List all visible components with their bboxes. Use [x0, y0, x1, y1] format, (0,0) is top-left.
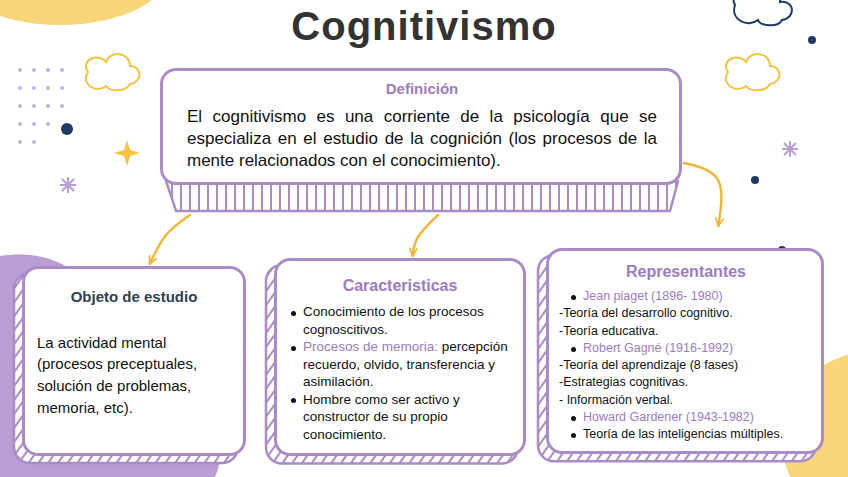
purple-asterisk	[60, 177, 76, 193]
body-text: -Teoría educativa.	[559, 324, 658, 338]
text-row: Howard Gardener (1943-1982)	[559, 409, 813, 426]
body-text: -Teoría del desarrollo cognitivo.	[559, 306, 733, 320]
text-row: Hombre como ser activo y constructor de …	[287, 391, 513, 444]
body-text: El cognitivismo es una corriente de la p…	[187, 107, 657, 170]
curved-arrow	[413, 215, 438, 256]
body-text: -Teoría del aprendizaje (8 fases)	[559, 358, 738, 372]
text-row: Jean piaget (1896- 1980)	[559, 288, 813, 305]
content-box: RepresentantesJean piaget (1896- 1980) -T…	[546, 248, 824, 454]
box-heading: Objeto de estudio	[37, 287, 231, 308]
text-row: -Teoría del desarrollo cognitivo.	[559, 305, 813, 322]
body-text: Teoría de las inteligencias múltiples.	[583, 427, 783, 441]
heading-text: Definición	[386, 80, 459, 97]
text-row: - Información verbal.	[559, 392, 813, 409]
yellow-star	[114, 140, 140, 166]
body-text: Howard Gardener (1943-1982)	[583, 410, 754, 424]
yellow-cloud	[86, 54, 140, 90]
body-text: Robert Gagné (1916-1992)	[583, 341, 733, 355]
text-row: La actividad mental (procesos preceptual…	[37, 332, 231, 419]
text-row: Conocimiento de los procesos cognoscitiv…	[287, 303, 513, 338]
text-row: -Teoría educativa.	[559, 323, 813, 340]
text-row: El cognitivismo es una corriente de la p…	[187, 106, 657, 172]
text-row: Procesos de memoria:percepción recuerdo,…	[287, 338, 513, 391]
body-text: - Información verbal.	[559, 393, 673, 407]
text-row: -Estrategias cognitivas.	[559, 374, 813, 391]
body-text: Procesos de memoria:	[303, 339, 438, 354]
navy-cloud	[734, 0, 792, 25]
curved-arrow	[684, 163, 721, 226]
navy-dot	[808, 36, 816, 44]
content-box: CaracteristicasConocimiento de los proce…	[274, 258, 526, 456]
box-3d-base	[166, 181, 678, 211]
text-row: -Teoría del aprendizaje (8 fases)	[559, 357, 813, 374]
heading-text: Caracteristicas	[343, 277, 458, 294]
yellow-blob	[0, 0, 170, 25]
body-text: Conocimiento de los procesos cognoscitiv…	[303, 304, 484, 337]
curved-arrow	[150, 215, 190, 264]
box-heading: Caracteristicas	[287, 275, 513, 297]
text-row: Robert Gagné (1916-1992)	[559, 340, 813, 357]
box-heading: Representantes	[559, 261, 813, 283]
heading-text: Objeto de estudio	[71, 288, 198, 305]
navy-dot	[751, 176, 759, 184]
content-box: Objeto de estudio La actividad mental (pr…	[22, 266, 246, 456]
heading-text: Representantes	[626, 263, 746, 280]
purple-asterisk	[782, 141, 798, 157]
body-text: Jean piaget (1896- 1980)	[583, 289, 723, 303]
body-text: Hombre como ser activo y constructor de …	[303, 392, 460, 442]
page-title: Cognitivismo	[0, 4, 848, 49]
definition-box: Definición El cognitivismo es una corrien…	[160, 68, 682, 185]
body-text: -Estrategias cognitivas.	[559, 375, 688, 389]
text-row: Teoría de las inteligencias múltiples.	[559, 426, 813, 443]
navy-dot	[61, 123, 73, 135]
yellow-cloud	[726, 54, 780, 90]
dot-grid	[18, 68, 64, 144]
box-heading: Definición	[187, 79, 657, 100]
body-text: La actividad mental (procesos preceptual…	[37, 334, 197, 416]
